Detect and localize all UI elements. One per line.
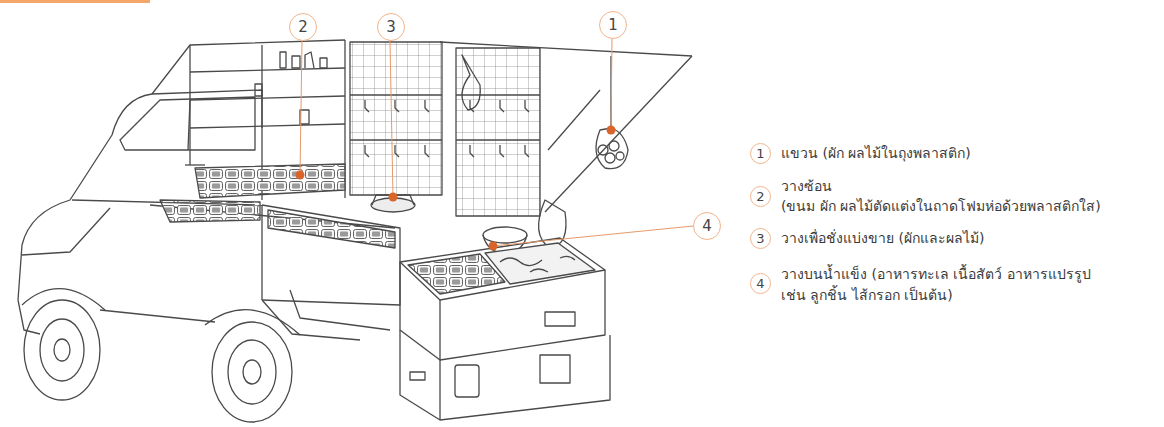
callout-circle: 3 (377, 13, 405, 41)
truck-body-part (462, 55, 480, 110)
truck-body-part (439, 360, 440, 420)
truck-body-part (616, 152, 624, 160)
leader-lines-part (390, 41, 393, 197)
truck-body-part (320, 58, 327, 68)
truck-body-part (195, 164, 345, 198)
callout-circle: 4 (750, 273, 771, 294)
truck-body-part (365, 100, 429, 157)
truck-body-part (548, 90, 600, 150)
truck-body-part (185, 164, 205, 165)
truck-body-part (190, 124, 345, 128)
leader-lines-part (493, 226, 693, 246)
truck-body-part (18, 300, 40, 334)
callout-dots-part (389, 193, 398, 202)
truck-body-part (440, 42, 692, 56)
truck-body-part (54, 339, 70, 361)
corner-bar (0, 0, 150, 3)
callout-number: 2 (298, 18, 308, 36)
truck-body-part (24, 300, 100, 400)
truck-body-part (455, 365, 479, 397)
truck-body-part (598, 145, 608, 155)
description-text: วางเพื่อชั่งแบ่งขาย (ผักและผลไม้) (781, 228, 1151, 249)
truck-body-part (400, 330, 610, 420)
truck-body-part (540, 355, 570, 383)
truck-body-part (500, 256, 575, 272)
callout-circle: 4 (693, 212, 721, 240)
callout-circle: 1 (750, 143, 771, 164)
truck-body-part (605, 153, 615, 163)
callout-number: 3 (756, 231, 764, 246)
truck-body-part (268, 210, 395, 248)
truck-body-part (190, 96, 345, 100)
callout-circle: 2 (289, 13, 317, 41)
callout-dots-part (607, 126, 616, 135)
truck-body-part (292, 56, 300, 68)
callout-dots-part (489, 242, 498, 251)
callout-circle: 2 (750, 186, 771, 207)
truck-body-part (290, 290, 390, 330)
callout-number: 1 (608, 16, 618, 34)
callout-number: 3 (386, 18, 396, 36)
truck-body-part (22, 208, 110, 255)
truck-body-part (160, 200, 260, 222)
truck-body-part (400, 238, 605, 300)
callout-dots-part (296, 171, 305, 180)
truck-body-part (483, 227, 527, 243)
description-text: แขวน (ผัก ผลไม้ในถุงพลาสติก) (781, 143, 1151, 164)
truck-body-part (243, 360, 261, 384)
truck-body-part (40, 319, 84, 381)
leader-lines-part (300, 41, 302, 175)
truck-body-part (609, 141, 619, 151)
description-text: วางซ้อน (781, 176, 1151, 197)
truck-body-part (305, 52, 314, 68)
truck-body-part (152, 40, 345, 94)
truck-body-part (22, 289, 105, 310)
truck-body-part (261, 205, 262, 300)
description-text: วางบนน้ำแข็ง (อาหารทะเล เนื้อสัตว์ อาหาร… (781, 264, 1111, 306)
truck-body-part (440, 270, 605, 360)
truck-body-part (189, 45, 190, 165)
callout-number: 1 (756, 146, 764, 161)
truck-body-part (350, 42, 442, 195)
truck-body-part (262, 205, 400, 305)
truck-body-part (456, 48, 540, 216)
truck-body-part (485, 243, 595, 284)
truck-body (18, 40, 692, 422)
callout-dots (296, 126, 616, 251)
callout-circle: 3 (750, 228, 771, 249)
truck-body-part (205, 310, 300, 335)
truck-body-part (470, 100, 529, 157)
callout-number: 4 (756, 276, 764, 291)
truck-body-part (400, 262, 440, 360)
callout-circle: 1 (599, 11, 627, 39)
truck-body-part (262, 300, 360, 340)
truck-body-part (120, 97, 255, 150)
callout-number: 4 (702, 217, 712, 235)
truck-body-part (212, 322, 292, 422)
truck-body-part (280, 52, 286, 68)
truck-body-part (410, 372, 425, 380)
leader-lines (300, 39, 693, 246)
description-text: (ขนม ผัก ผลไม้ตัดแต่งในถาดโฟมห่อด้วยพลาส… (781, 196, 1151, 217)
truck-body-part (255, 84, 262, 96)
callout-number: 2 (756, 189, 764, 204)
truck-body-part (100, 310, 215, 322)
truck-body-part (545, 312, 575, 326)
truck-body-part (545, 56, 692, 212)
truck-body-part (228, 340, 276, 404)
truck-body-part (350, 95, 540, 140)
leader-lines-part (611, 39, 612, 130)
